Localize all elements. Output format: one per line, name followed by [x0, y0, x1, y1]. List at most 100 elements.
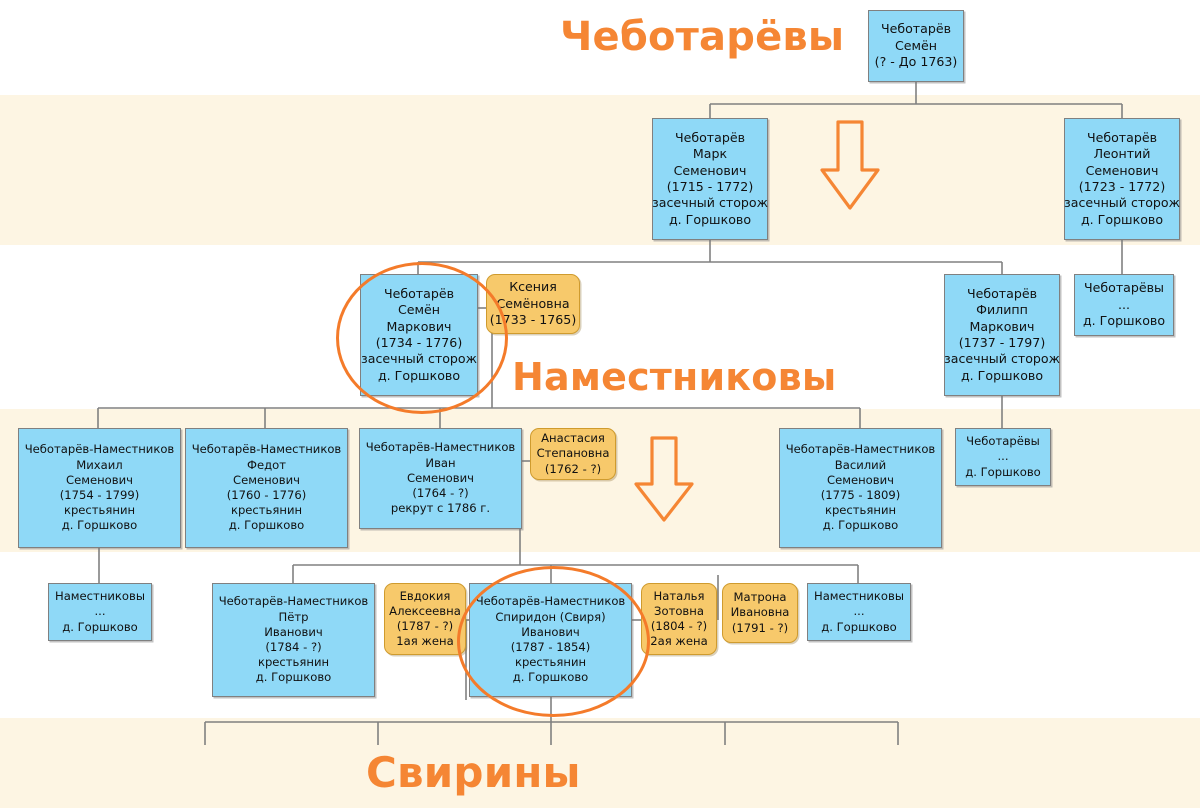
person-line: Семенович — [66, 472, 133, 487]
person-line: Семенович — [407, 470, 474, 485]
person-line: Семенович — [673, 162, 747, 178]
person-line: д. Горшково — [62, 619, 138, 634]
person-line: Михаил — [76, 457, 123, 472]
person-line: Чеботарёв — [966, 285, 1038, 301]
person-node[interactable]: Чеботарёв Семён Маркович (1734 - 1776) з… — [360, 274, 478, 396]
person-line: ... — [853, 604, 865, 619]
person-line: засечный сторож — [652, 195, 768, 211]
person-line: Чеботарёв-Наместников — [475, 594, 626, 609]
arrow-gen1 — [818, 118, 882, 214]
title-sviriny: Свирины — [366, 748, 581, 797]
person-line: Евдокия — [399, 588, 451, 603]
person-line: 2ая жена — [650, 634, 708, 649]
person-line: (1787 - 1854) — [510, 640, 591, 654]
person-line: (1715 - 1772) — [666, 179, 754, 194]
person-line: Семёновна — [496, 295, 570, 311]
person-node[interactable]: Чеботарёв Леонтий Семенович (1723 - 1772… — [1064, 118, 1180, 240]
person-line: Наместниковы — [54, 589, 146, 604]
person-line: Чеботарёвы — [1083, 280, 1164, 296]
person-line: д. Горшково — [228, 518, 305, 533]
arrow-gen3 — [632, 434, 696, 526]
person-line: д. Горшково — [960, 367, 1044, 383]
person-line: Семенович — [233, 472, 300, 487]
person-line: (1734 - 1776) — [375, 335, 463, 350]
person-line: ... — [1117, 296, 1130, 312]
person-line: Леонтий — [1093, 146, 1151, 162]
person-line: Маркович — [969, 318, 1035, 334]
person-line: (1764 - ?) — [412, 486, 469, 501]
person-line: Иванович — [521, 624, 580, 639]
person-node[interactable]: Наместниковы ... д. Горшково — [807, 583, 911, 641]
person-line: (1791 - ?) — [731, 620, 789, 635]
person-line: д. Горшково — [822, 518, 899, 533]
person-node[interactable]: Чеботарёвы ... д. Горшково — [1074, 274, 1174, 336]
person-line: Иван — [425, 455, 456, 470]
person-line: крестьянин — [63, 503, 136, 518]
person-node[interactable]: Чеботарёв-Наместников Василий Семенович … — [779, 428, 942, 548]
person-line: (1787 - ?) — [396, 619, 454, 633]
person-line: рекрут с 1786 г. — [390, 501, 491, 516]
person-line: крестьянин — [230, 503, 303, 518]
person-line: Чеботарёв-Наместников — [365, 440, 516, 455]
person-line: (1775 - 1809) — [820, 488, 901, 502]
person-line: (? - До 1763) — [874, 54, 958, 70]
person-line: 1ая жена — [396, 634, 454, 649]
person-line: засечный сторож — [1064, 195, 1180, 211]
person-line: Федот — [247, 457, 286, 472]
person-node[interactable]: Наместниковы ... д. Горшково — [48, 583, 152, 641]
person-line: Василий — [834, 457, 887, 472]
person-node[interactable]: Чеботарёв-Наместников Пётр Иванович (178… — [212, 583, 375, 697]
person-line: (1737 - 1797) — [958, 335, 1046, 350]
person-node[interactable]: Евдокия Алексеевна (1787 - ?) 1ая жена — [384, 583, 466, 655]
person-line: (1723 - 1772) — [1078, 179, 1166, 194]
person-node[interactable]: Наталья Зотовна (1804 - ?) 2ая жена — [641, 583, 717, 655]
person-line: ... — [997, 449, 1009, 464]
person-line: (1784 - ?) — [265, 640, 322, 654]
person-node[interactable]: Чеботарёвы ... д. Горшково — [955, 428, 1051, 486]
person-node[interactable]: Ксения Семёновна (1733 - 1765) — [486, 274, 580, 334]
person-node[interactable]: Матрона Ивановна (1791 - ?) — [722, 583, 798, 643]
person-line: Иванович — [264, 624, 323, 639]
person-node[interactable]: Чеботарёв-Наместников Иван Семенович (17… — [359, 428, 522, 529]
person-line: ... — [94, 604, 106, 619]
person-node[interactable]: Чеботарёв-Наместников Федот Семенович (1… — [185, 428, 348, 548]
background-band-1 — [0, 95, 1200, 245]
person-line: Чеботарёв-Наместников — [24, 442, 175, 457]
person-line: д. Горшково — [1080, 211, 1164, 227]
person-node[interactable]: Анастасия Степановна (1762 - ?) — [530, 428, 616, 480]
person-line: (1804 - ?) — [650, 619, 708, 633]
person-line: д. Горшково — [821, 619, 897, 634]
person-line: д. Горшково — [61, 518, 138, 533]
background-band-3 — [0, 718, 1200, 808]
person-line: Степановна — [536, 446, 610, 461]
person-line: Чеботарёвы — [966, 434, 1040, 449]
person-line: Чеботарёв — [674, 129, 746, 145]
person-node[interactable]: Чеботарёв Филипп Маркович (1737 - 1797) … — [944, 274, 1060, 396]
person-node[interactable]: Чеботарёв-Наместников Спиридон (Свиря) И… — [469, 583, 632, 697]
title-namestnikovy: Наместниковы — [512, 355, 837, 399]
person-node[interactable]: Чеботарёв-Наместников Михаил Семенович (… — [18, 428, 181, 548]
person-line: д. Горшково — [377, 367, 461, 383]
person-line: Ивановна — [730, 605, 790, 620]
person-node[interactable]: Чеботарёв Семён (? - До 1763) — [868, 10, 964, 82]
person-line: (1754 - 1799) — [59, 488, 140, 502]
person-node[interactable]: Чеботарёв Марк Семенович (1715 - 1772) з… — [652, 118, 768, 240]
person-line: Семенович — [827, 472, 894, 487]
person-line: д. Горшково — [965, 464, 1041, 479]
person-line: Алексеевна — [389, 603, 461, 618]
person-line: засечный сторож — [361, 351, 477, 367]
person-line: Семён — [397, 302, 441, 318]
person-line: Марк — [692, 146, 728, 162]
person-line: Спиридон (Свиря) — [495, 609, 606, 624]
person-line: Семён — [894, 37, 938, 53]
person-line: Зотовна — [654, 603, 704, 618]
person-line: Чеботарёв — [1086, 129, 1158, 145]
person-line: Филипп — [976, 302, 1028, 318]
person-line: засечный сторож — [944, 351, 1060, 367]
person-line: Чеботарёв — [383, 285, 455, 301]
person-line: Чеботарёв-Наместников — [218, 594, 369, 609]
person-line: крестьянин — [514, 655, 587, 670]
person-line: (1762 - ?) — [544, 461, 602, 476]
